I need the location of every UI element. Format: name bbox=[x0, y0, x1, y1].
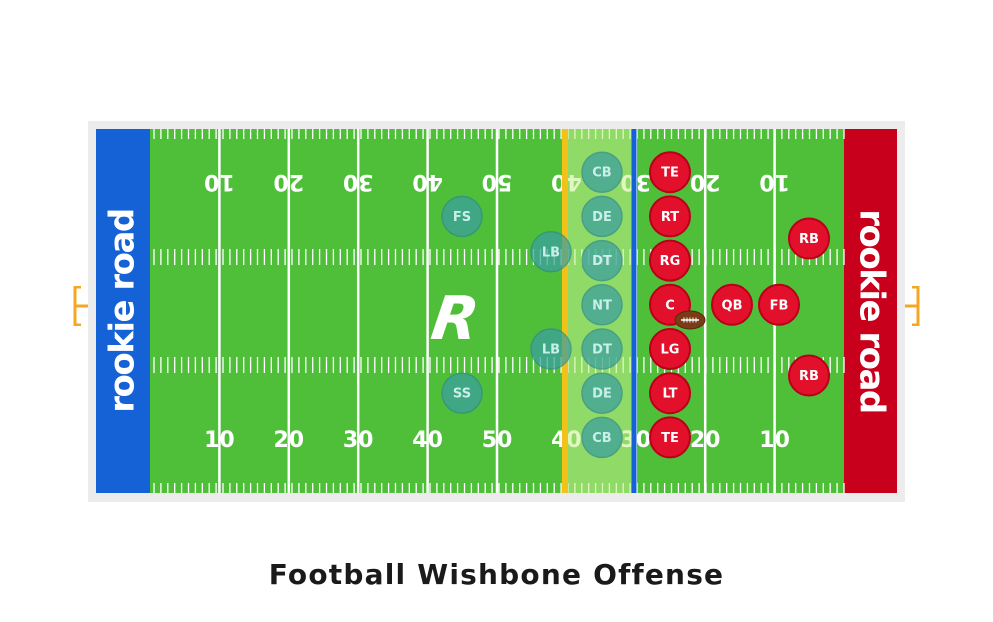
svg-text:CB: CB bbox=[592, 166, 611, 181]
defense-player-ss: SS bbox=[441, 372, 483, 414]
svg-text:RB: RB bbox=[799, 232, 819, 247]
football-field-frame: rookie road rookie road 10 20 30 40 50 40 30 20… bbox=[88, 121, 905, 502]
offense-player-te-bottom: TE bbox=[649, 416, 691, 459]
svg-text:C: C bbox=[665, 298, 675, 313]
svg-text:LB: LB bbox=[542, 245, 560, 260]
svg-text:NT: NT bbox=[592, 298, 612, 313]
yard-number-bottom: 10 bbox=[204, 428, 235, 453]
svg-text:DT: DT bbox=[592, 343, 612, 358]
svg-text:TE: TE bbox=[661, 166, 679, 181]
yard-number-bottom: 10 bbox=[759, 428, 790, 453]
defense-player-de-bottom: DE bbox=[581, 372, 623, 414]
left-endzone bbox=[96, 129, 150, 493]
offense-player-lt: LT bbox=[649, 372, 691, 415]
svg-text:RG: RG bbox=[660, 254, 681, 269]
yard-number-bottom: 50 bbox=[482, 428, 513, 453]
defense-player-cb-top: CB bbox=[581, 151, 623, 193]
offense-player-lg: LG bbox=[649, 328, 691, 370]
defense-player-nt: NT bbox=[581, 284, 623, 326]
offense-player-qb: QB bbox=[711, 283, 753, 326]
svg-text:FS: FS bbox=[453, 210, 471, 225]
offense-player-rb-bottom: RB bbox=[788, 354, 830, 397]
svg-text:DT: DT bbox=[592, 254, 612, 269]
offense-player-rt: RT bbox=[649, 195, 691, 238]
yard-number-top: 50 bbox=[482, 169, 513, 194]
defense-player-cb-bottom: CB bbox=[581, 416, 623, 459]
svg-text:DE: DE bbox=[592, 387, 612, 402]
right-endzone-label: rookie road bbox=[852, 209, 892, 413]
svg-text:LT: LT bbox=[663, 387, 678, 402]
yard-number-top: 20 bbox=[273, 169, 304, 194]
offense-player-rb-top: RB bbox=[788, 217, 830, 260]
svg-text:TE: TE bbox=[661, 431, 679, 446]
left-endzone-label: rookie road bbox=[103, 209, 143, 413]
defense-player-dt-bottom: DT bbox=[581, 328, 623, 370]
yard-number-bottom: 30 bbox=[343, 428, 374, 453]
svg-text:FB: FB bbox=[770, 298, 789, 313]
yard-number-top: 40 bbox=[412, 169, 443, 194]
offense-player-te-top: TE bbox=[649, 151, 691, 194]
yard-number-top: 10 bbox=[759, 169, 790, 194]
right-endzone bbox=[844, 129, 897, 493]
defense-player-lb-bottom: LB bbox=[530, 328, 572, 370]
logo-letter: R bbox=[427, 284, 483, 354]
rookie-road-logo: R bbox=[427, 284, 483, 354]
yard-number-top: 30 bbox=[343, 169, 374, 194]
yard-number-bottom: 40 bbox=[412, 428, 443, 453]
defense-player-lb-top: LB bbox=[530, 231, 572, 273]
svg-text:RT: RT bbox=[661, 210, 679, 225]
football-icon bbox=[674, 310, 706, 330]
svg-text:RB: RB bbox=[799, 369, 819, 384]
left-goalpost bbox=[72, 285, 88, 327]
diagram-title: Football Wishbone Offense bbox=[268, 558, 725, 591]
right-goalpost bbox=[905, 285, 921, 327]
yard-number-top: 20 bbox=[690, 169, 721, 194]
defense-player-fs: FS bbox=[441, 195, 483, 238]
yard-number-bottom: 20 bbox=[690, 428, 721, 453]
svg-text:SS: SS bbox=[453, 387, 471, 402]
yard-number-top: 10 bbox=[204, 169, 235, 194]
svg-text:LB: LB bbox=[542, 343, 560, 358]
offense-player-rg: RG bbox=[649, 239, 691, 282]
yard-number-bottom: 20 bbox=[273, 428, 304, 453]
svg-text:LG: LG bbox=[661, 343, 680, 358]
football-field: rookie road rookie road 10 20 30 40 50 40 30 20… bbox=[96, 129, 897, 493]
offense-player-fb: FB bbox=[758, 283, 800, 326]
defense-player-de-top: DE bbox=[581, 195, 623, 238]
defense-player-dt-top: DT bbox=[581, 239, 623, 282]
svg-text:QB: QB bbox=[722, 298, 743, 313]
svg-text:CB: CB bbox=[592, 431, 611, 446]
svg-text:DE: DE bbox=[592, 210, 612, 225]
